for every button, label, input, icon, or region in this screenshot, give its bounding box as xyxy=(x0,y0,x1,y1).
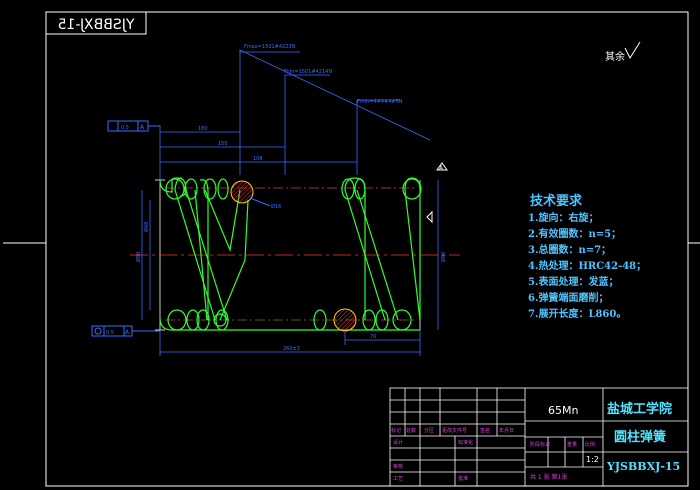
datum-a-top: A xyxy=(140,124,145,131)
tb-role-review: 审核 xyxy=(393,463,403,470)
force-diagram xyxy=(239,49,431,175)
tb-school: 盐城工学院 xyxy=(607,401,672,417)
dim-pitch: 70 xyxy=(370,334,376,340)
side-dimensions xyxy=(141,180,439,330)
tb-material: 65Mn xyxy=(548,404,578,417)
title-block xyxy=(389,387,689,487)
wire-leader xyxy=(249,197,271,207)
force-label-lim: Flim=1501#4214N xyxy=(284,69,332,75)
mirrored-drawing-number: YJSBBXJ-15 xyxy=(58,17,136,33)
top-dimensions xyxy=(159,125,357,180)
datum-a-bottom: A xyxy=(125,329,130,336)
dim-od: Ø80 xyxy=(135,252,142,262)
tb-weight-label: 重量 xyxy=(567,441,577,448)
dim-od-right: Ø80 xyxy=(440,252,447,262)
tech-requirements: 技术要求 1.旋向：右旋； 2.有效圈数：n=5； 3.总圈数：n=7； 4.热… xyxy=(528,193,646,320)
surface-finish: 其余 xyxy=(605,41,641,63)
surface-finish-label: 其余 xyxy=(605,50,625,63)
coil-sections xyxy=(165,178,422,331)
dim-id: Ø48 xyxy=(143,222,150,232)
wire-section-top xyxy=(230,180,254,204)
tolerance-frame-bottom: 0.5 A xyxy=(91,325,160,337)
tb-header-zone: 分区 xyxy=(424,427,434,434)
dim-108: 108 xyxy=(253,156,263,162)
tb-sheet: 共 1 张 第1张 xyxy=(530,473,567,481)
drawing-frame xyxy=(45,11,689,487)
tech-heading: 技术要求 xyxy=(530,193,583,209)
spring-coils xyxy=(159,177,421,331)
tol-bot-value: 0.5 xyxy=(106,330,114,336)
tb-drawing-no: YJSBBXJ-15 xyxy=(606,460,680,473)
tb-header-sign: 签名 xyxy=(480,427,490,434)
tech-item-5: 5.表面处理：发蓝； xyxy=(528,275,618,288)
tb-part-name: 圆柱弹簧 xyxy=(614,429,666,445)
tb-header-count: 处数 xyxy=(406,427,416,434)
svg-text:A: A xyxy=(439,165,444,172)
tb-header-mark: 标记 xyxy=(391,427,401,434)
mirrored-title-box: YJSBBXJ-15 xyxy=(45,11,147,35)
title-block-text: 标记 处数 分区 更改文件号 签名 年月日 设计 标准化 审核 工艺 批准 阶段… xyxy=(391,401,680,482)
datum-markers: A xyxy=(426,162,448,224)
force-label-min: Fmin=4#4#4#5N xyxy=(357,99,403,105)
tech-item-1: 1.旋向：右旋； xyxy=(528,211,598,224)
roughness-symbol xyxy=(624,41,641,60)
tb-scale: 1:2 xyxy=(586,455,599,464)
tb-scale-label: 比例 xyxy=(585,441,595,448)
dim-wire: Ø16 xyxy=(271,203,281,210)
dim-150: 150 xyxy=(218,141,228,147)
dim-free-length: 260±3 xyxy=(283,346,300,352)
tech-item-4: 4.热处理：HRC42-48； xyxy=(528,259,646,272)
bottom-dimensions xyxy=(159,330,421,356)
tb-stage-label: 阶段标记 xyxy=(530,441,550,448)
tb-header-date: 年月日 xyxy=(499,427,514,434)
tb-role-standard: 标准化 xyxy=(458,439,473,446)
dim-180: 180 xyxy=(198,126,208,132)
tb-role-process: 工艺 xyxy=(393,476,403,482)
tech-item-2: 2.有效圈数：n=5； xyxy=(528,227,621,240)
tech-item-7: 7.展开长度：L860。 xyxy=(528,307,626,320)
tb-header-change: 更改文件号 xyxy=(442,427,467,434)
tech-item-3: 3.总圈数：n=7； xyxy=(528,243,611,256)
tb-role-design: 设计 xyxy=(393,439,403,446)
tech-item-6: 6.弹簧端面磨削； xyxy=(528,291,608,304)
wire-section-bottom xyxy=(333,308,357,332)
tolerance-frame-top: 0.5 A xyxy=(107,120,160,132)
tol-top-value: 0.5 xyxy=(121,125,129,131)
tb-role-approve: 批准 xyxy=(458,475,468,482)
force-label-max: Fmax=1501#4223N xyxy=(244,44,296,50)
